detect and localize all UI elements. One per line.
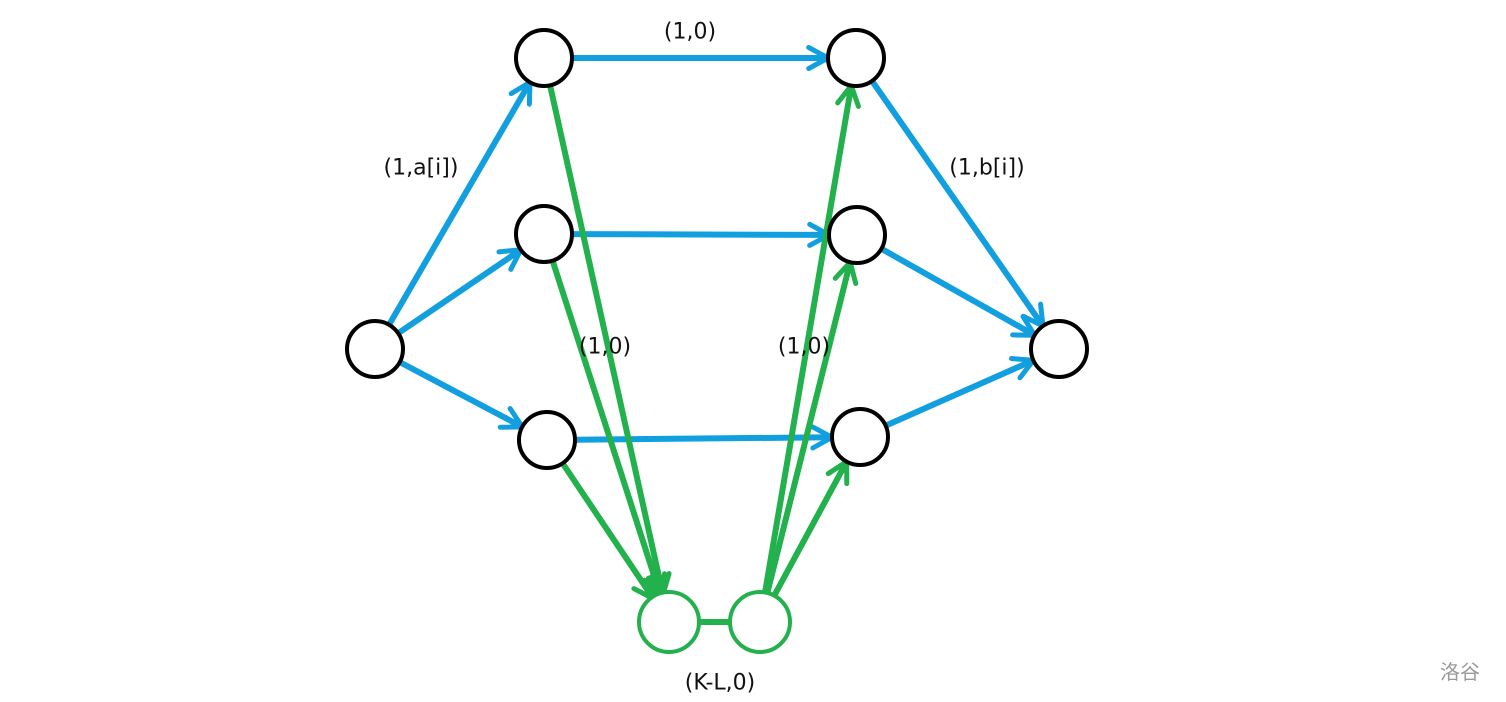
edge-S-A2 (395, 246, 524, 337)
node-S (345, 319, 405, 379)
node-A3 (517, 410, 577, 470)
label-top-edge: (1,0) (663, 19, 717, 45)
edge-B3-T (882, 357, 1037, 429)
edge-G2-B2 (763, 259, 854, 598)
node-G1 (637, 590, 701, 654)
edge-A1-G1 (547, 82, 666, 598)
node-A2 (514, 204, 574, 264)
edge-S-A3 (396, 359, 526, 430)
edge-A2-B2 (568, 231, 833, 238)
edge-G2-B1 (761, 82, 855, 598)
node-B1 (826, 28, 886, 88)
edge-A3-G1 (559, 460, 657, 602)
edge-B1-T (869, 77, 1046, 330)
node-B3 (830, 407, 890, 467)
label-sink-edge: (1,b[i]) (949, 155, 1025, 181)
node-B2 (827, 205, 887, 265)
edge-S-A1 (386, 79, 533, 328)
label-bottom: (K-L,0) (684, 670, 756, 696)
label-source-edge: (1,a[i]) (383, 155, 459, 181)
edge-A2-G1 (549, 257, 664, 599)
edge-G2-B3 (770, 458, 850, 601)
label-right-green: (1,0) (777, 334, 831, 360)
watermark: 洛谷 (1440, 660, 1480, 684)
edge-B2-T (878, 245, 1038, 339)
node-A1 (514, 28, 574, 88)
node-T (1029, 319, 1089, 379)
node-G2 (728, 590, 792, 654)
label-left-green: (1,0) (578, 334, 632, 360)
